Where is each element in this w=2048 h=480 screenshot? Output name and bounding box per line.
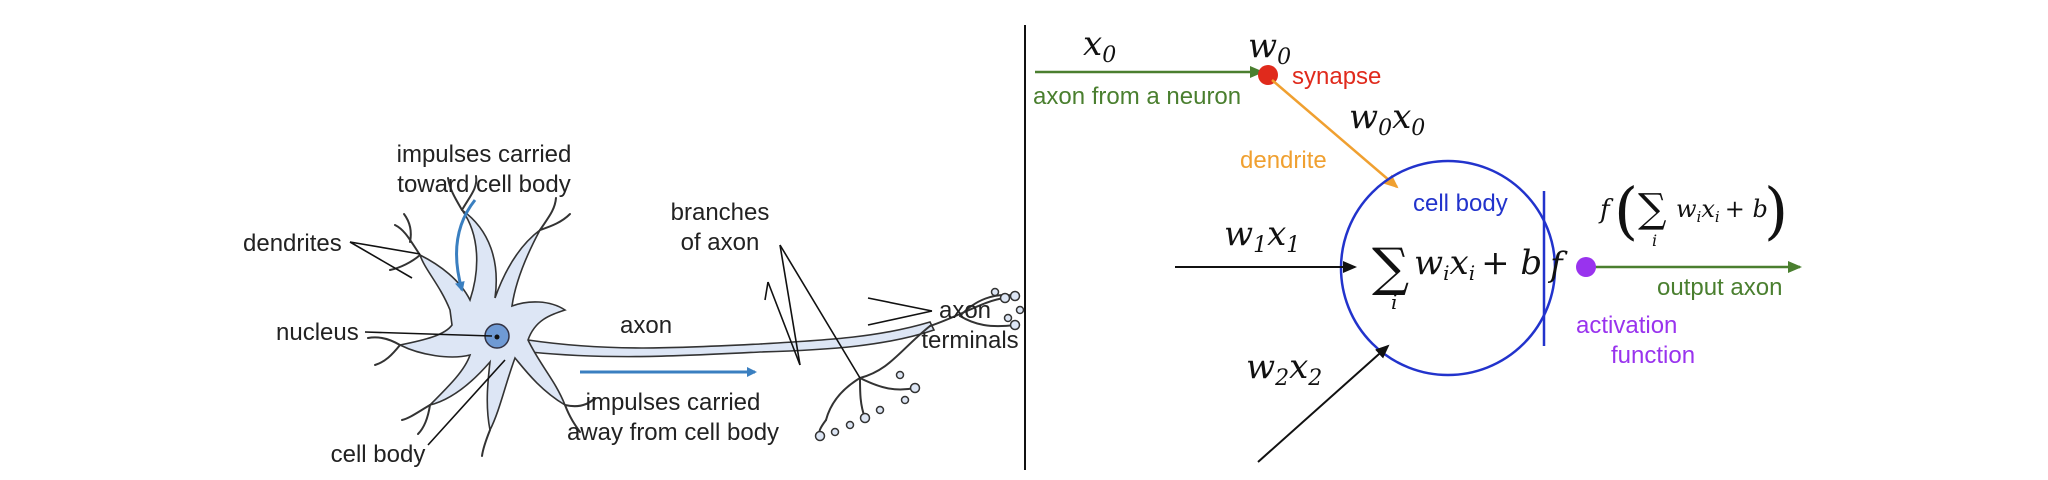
summation-symbol: ∑ xyxy=(1372,238,1409,298)
axon-branches xyxy=(818,294,1016,437)
output-sum: ∑ xyxy=(1638,186,1667,232)
w0x0-label: w0x0 xyxy=(1349,97,1425,141)
label-axon: axon xyxy=(620,312,672,339)
biological-neuron: dendrites impulses carried toward cell b… xyxy=(243,141,1025,468)
output-paren-close: ) xyxy=(1764,174,1788,247)
dendrite-arrow xyxy=(1271,79,1399,189)
label-impulses-toward-2: toward cell body xyxy=(397,171,570,198)
label-impulses-toward-1: impulses carried xyxy=(397,141,572,168)
nucleus-dot xyxy=(494,334,500,340)
label-branches-1: branches xyxy=(671,199,770,226)
label-axon-terminals-1: axon xyxy=(939,297,991,324)
label-branches-2: of axon xyxy=(681,229,760,256)
activation-label-1: activation xyxy=(1576,312,1677,339)
pointer-lines xyxy=(349,241,933,446)
output-axon-label: output axon xyxy=(1657,274,1782,301)
w2x2-label: w2x2 xyxy=(1246,347,1322,391)
axon-terminal-knobs xyxy=(814,287,1025,442)
label-axon-terminals-2: terminals xyxy=(921,327,1018,354)
cell-body-shape xyxy=(397,209,567,433)
input-w2x2-arrow xyxy=(1257,344,1390,463)
x0-label: x0 xyxy=(1083,24,1116,68)
w1x1-label: w1x1 xyxy=(1224,214,1300,258)
w0-label: w0 xyxy=(1248,26,1291,70)
axon-from-neuron-label: axon from a neuron xyxy=(1033,83,1241,110)
activation-f-symbol: f xyxy=(1547,245,1568,285)
output-sum-index: i xyxy=(1652,231,1657,250)
label-nucleus: nucleus xyxy=(276,319,359,346)
axon-shape xyxy=(527,321,936,358)
synapse-label: synapse xyxy=(1292,63,1381,90)
cell-body-label: cell body xyxy=(1413,190,1508,217)
output-expression: wixi+ b xyxy=(1676,195,1768,226)
activation-dot xyxy=(1576,257,1596,277)
impulse-toward-arrow xyxy=(454,199,477,292)
dendrite-branches xyxy=(367,175,596,457)
summation-expression: wixi+ b xyxy=(1414,243,1542,285)
dendrite-label: dendrite xyxy=(1240,147,1327,174)
output-paren-open: ( xyxy=(1614,174,1638,247)
output-f: f xyxy=(1598,195,1614,225)
summation-index: i xyxy=(1391,290,1397,314)
mathematical-neuron-model: x0 w0 synapse axon from a neuron w0x0 de… xyxy=(1033,24,1802,463)
label-dendrites: dendrites xyxy=(243,230,342,257)
label-impulses-away-1: impulses carried xyxy=(586,389,761,416)
label-impulses-away-2: away from cell body xyxy=(567,419,779,446)
activation-label-2: function xyxy=(1611,342,1695,369)
label-cell-body: cell body xyxy=(331,441,426,468)
